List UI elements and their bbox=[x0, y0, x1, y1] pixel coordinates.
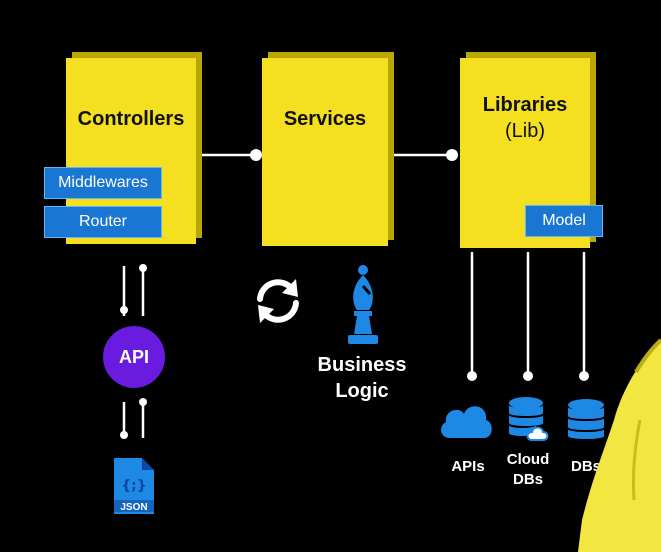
dbs-label: DBs bbox=[570, 458, 601, 475]
json-file-icon: {;} JSON bbox=[114, 458, 154, 514]
connector-dot bbox=[250, 149, 262, 161]
services-title: Services bbox=[283, 108, 367, 130]
business-logic-label: Business Logic bbox=[305, 352, 419, 404]
cloud-database-icon bbox=[509, 397, 549, 441]
chess-bishop-icon bbox=[348, 265, 378, 344]
connector-dot bbox=[446, 149, 458, 161]
router-tag: Router bbox=[44, 206, 162, 238]
cloud-icon bbox=[441, 406, 492, 438]
services-box: Services bbox=[262, 58, 388, 246]
libraries-title: Libraries bbox=[482, 94, 568, 116]
cloud-dbs-line1: Cloud bbox=[506, 451, 550, 468]
database-icon bbox=[568, 399, 604, 439]
json-label: JSON bbox=[120, 502, 147, 513]
sync-icon bbox=[257, 279, 299, 323]
cloud-dbs-label: Cloud DBs bbox=[500, 450, 556, 490]
api-circle: API bbox=[103, 326, 165, 388]
business-logic-line2: Logic bbox=[335, 380, 389, 402]
model-tag: Model bbox=[525, 205, 603, 237]
cloud-dbs-line2: DBs bbox=[512, 471, 543, 488]
svg-text:{;}: {;} bbox=[121, 478, 147, 494]
libraries-subtitle: (Lib) bbox=[504, 120, 545, 142]
middlewares-tag: Middlewares bbox=[44, 167, 162, 199]
controllers-title: Controllers bbox=[77, 108, 185, 130]
business-logic-line1: Business bbox=[317, 354, 407, 376]
apis-label: APIs bbox=[451, 458, 485, 475]
